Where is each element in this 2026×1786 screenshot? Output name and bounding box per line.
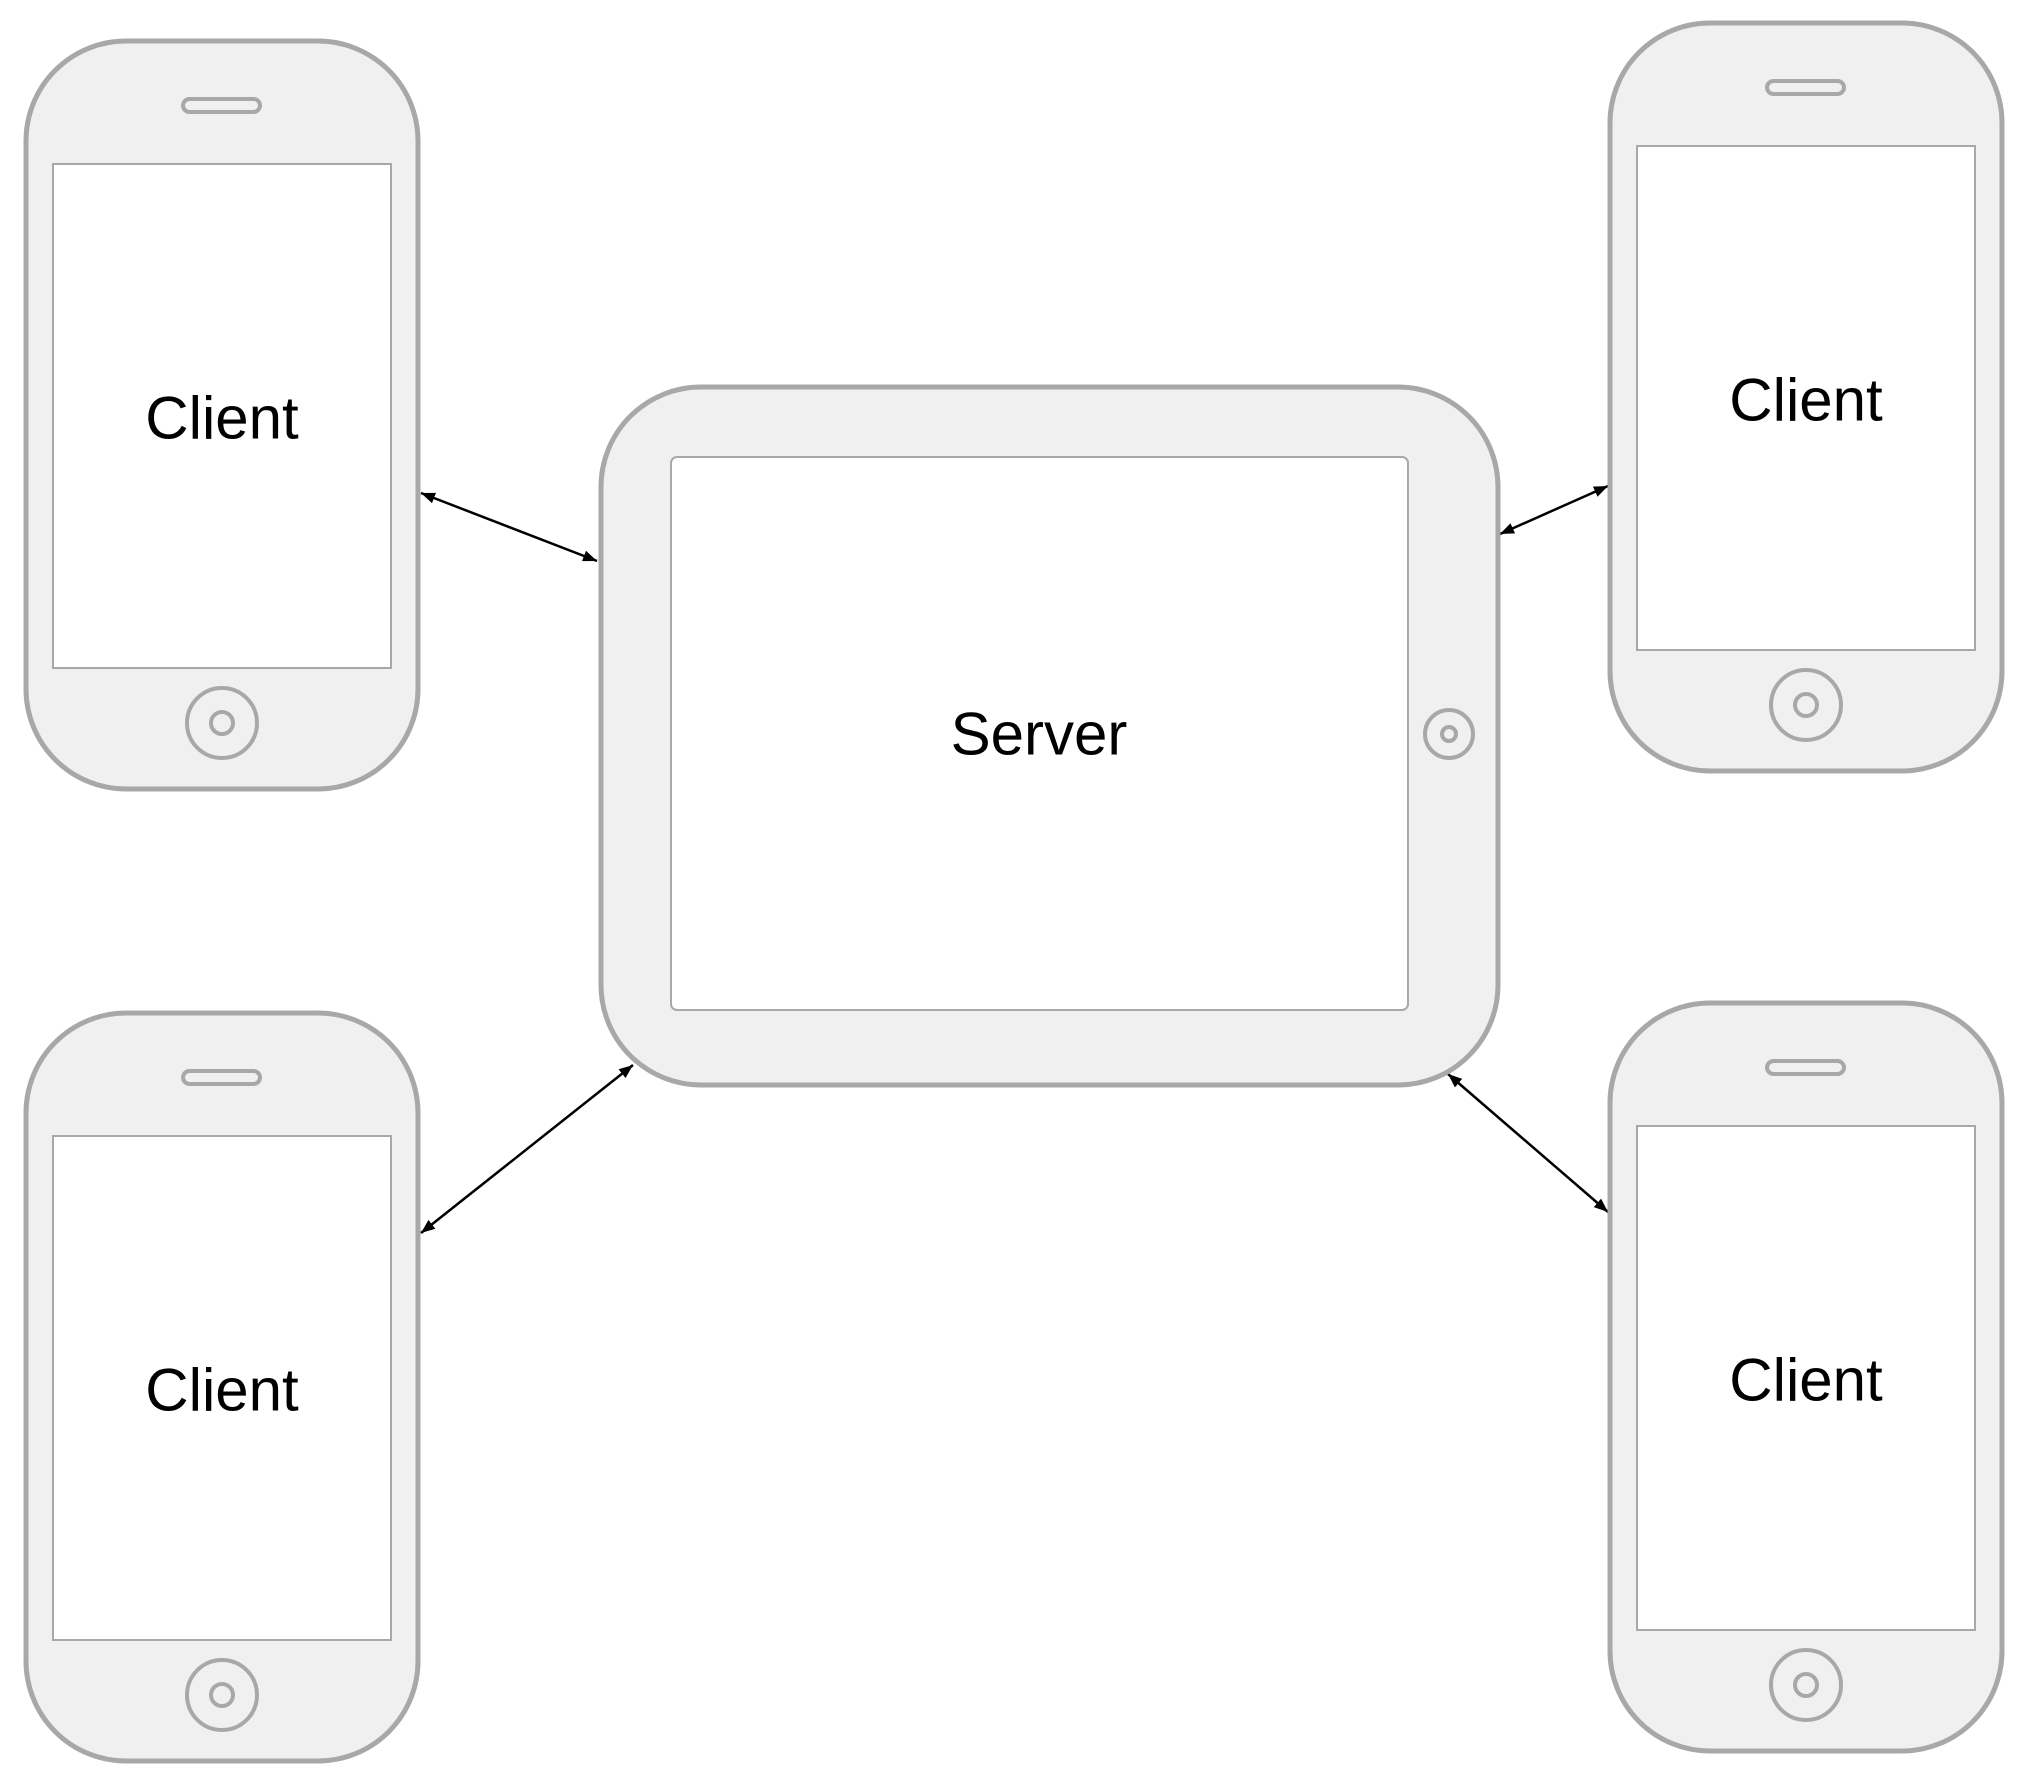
client-label: Client [1729,367,1883,434]
client-phone-screen [52,163,392,669]
client-phone-top-right: Client [1607,20,2005,774]
connection-client-top-left-server [420,491,598,563]
home-button-icon [1769,1648,1843,1722]
home-button-icon [185,1658,259,1732]
speaker-icon [1765,79,1846,96]
home-button-icon [185,686,259,760]
home-button-icon [1423,708,1475,760]
client-phone-screen [1636,145,1976,651]
connection-client-top-right-server [1499,484,1609,536]
client-label: Client [145,1357,299,1424]
client-phone-screen [52,1135,392,1641]
connection-client-bottom-right-server [1447,1073,1609,1213]
client-label: Client [1729,1347,1883,1414]
client-label: Client [145,385,299,452]
speaker-icon [181,97,262,114]
speaker-icon [1765,1059,1846,1076]
client-phone-bottom-right: Client [1607,1000,2005,1754]
client-phone-bottom-left: Client [23,1010,421,1764]
server-tablet: Server [598,384,1501,1088]
connection-client-bottom-left-server [420,1064,634,1234]
speaker-icon [181,1069,262,1086]
client-phone-screen [1636,1125,1976,1631]
server-label: Server [951,701,1128,768]
server-tablet-screen [670,456,1409,1011]
client-phone-top-left: Client [23,38,421,792]
home-button-icon [1769,668,1843,742]
